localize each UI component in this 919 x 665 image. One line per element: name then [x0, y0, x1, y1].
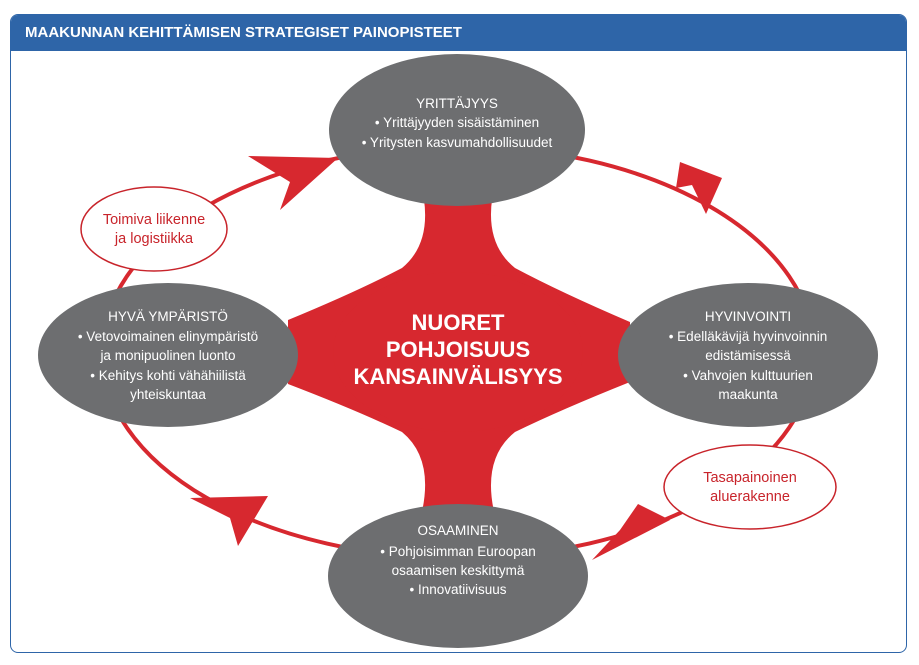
node-right	[618, 283, 878, 427]
center-line-3: KANSAINVÄLISYYS	[353, 364, 562, 389]
callout-upper-left	[80, 186, 228, 272]
arrow-right-icon	[676, 162, 722, 214]
arrow-bottom-left-icon	[190, 496, 268, 546]
center-ellipse	[333, 272, 583, 432]
center-line-1: NUORET	[412, 310, 505, 335]
node-left-line-2: ja monipuolinen luonto	[99, 348, 235, 363]
arrow-bottom-right-icon	[592, 504, 670, 560]
node-left-line-3: • Kehitys kohti vähähiilistä	[90, 368, 246, 383]
callout-upper-left-line-1: Toimiva liikenne	[103, 212, 205, 228]
node-right-title: HYVINVOINTI	[705, 309, 791, 324]
node-left-line-4: yhteiskuntaa	[130, 387, 206, 402]
node-left	[38, 283, 298, 427]
node-bottom-line-3: • Innovatiivisuus	[409, 582, 506, 597]
node-bottom-line-1: • Pohjoisimman Euroopan	[380, 544, 536, 559]
node-left-line-1: • Vetovoimainen elinympäristö	[78, 329, 258, 344]
node-right-line-1: • Edelläkävijä hyvinvoinnin	[669, 329, 828, 344]
header-title: MAAKUNNAN KEHITTÄMISEN STRATEGISET PAINO…	[11, 15, 906, 51]
node-bottom-line-2: osaamisen keskittymä	[392, 563, 525, 578]
node-bottom	[328, 504, 588, 648]
callout-lower-right-line-2: aluerakenne	[710, 489, 790, 505]
node-top	[329, 54, 585, 206]
callout-upper-left-line-2: ja logistiikka	[114, 231, 194, 247]
node-bottom-title: OSAAMINEN	[417, 523, 498, 538]
node-top-line-1: • Yrittäjyyden sisäistäminen	[375, 115, 539, 130]
callout-lower-right	[663, 444, 837, 530]
node-right-line-4: maakunta	[718, 387, 778, 402]
arrow-top-left-icon	[248, 156, 338, 210]
node-top-line-2: • Yritysten kasvumahdollisuudet	[362, 135, 553, 150]
node-left-title: HYVÄ YMPÄRISTÖ	[108, 309, 228, 324]
node-top-title: YRITTÄJYYS	[416, 96, 498, 111]
callout-lower-right-line-1: Tasapainoinen	[703, 470, 797, 486]
node-right-line-3: • Vahvojen kulttuurien	[683, 368, 813, 383]
node-right-line-2: edistämisessä	[705, 348, 791, 363]
center-line-2: POHJOISUUS	[386, 337, 530, 362]
